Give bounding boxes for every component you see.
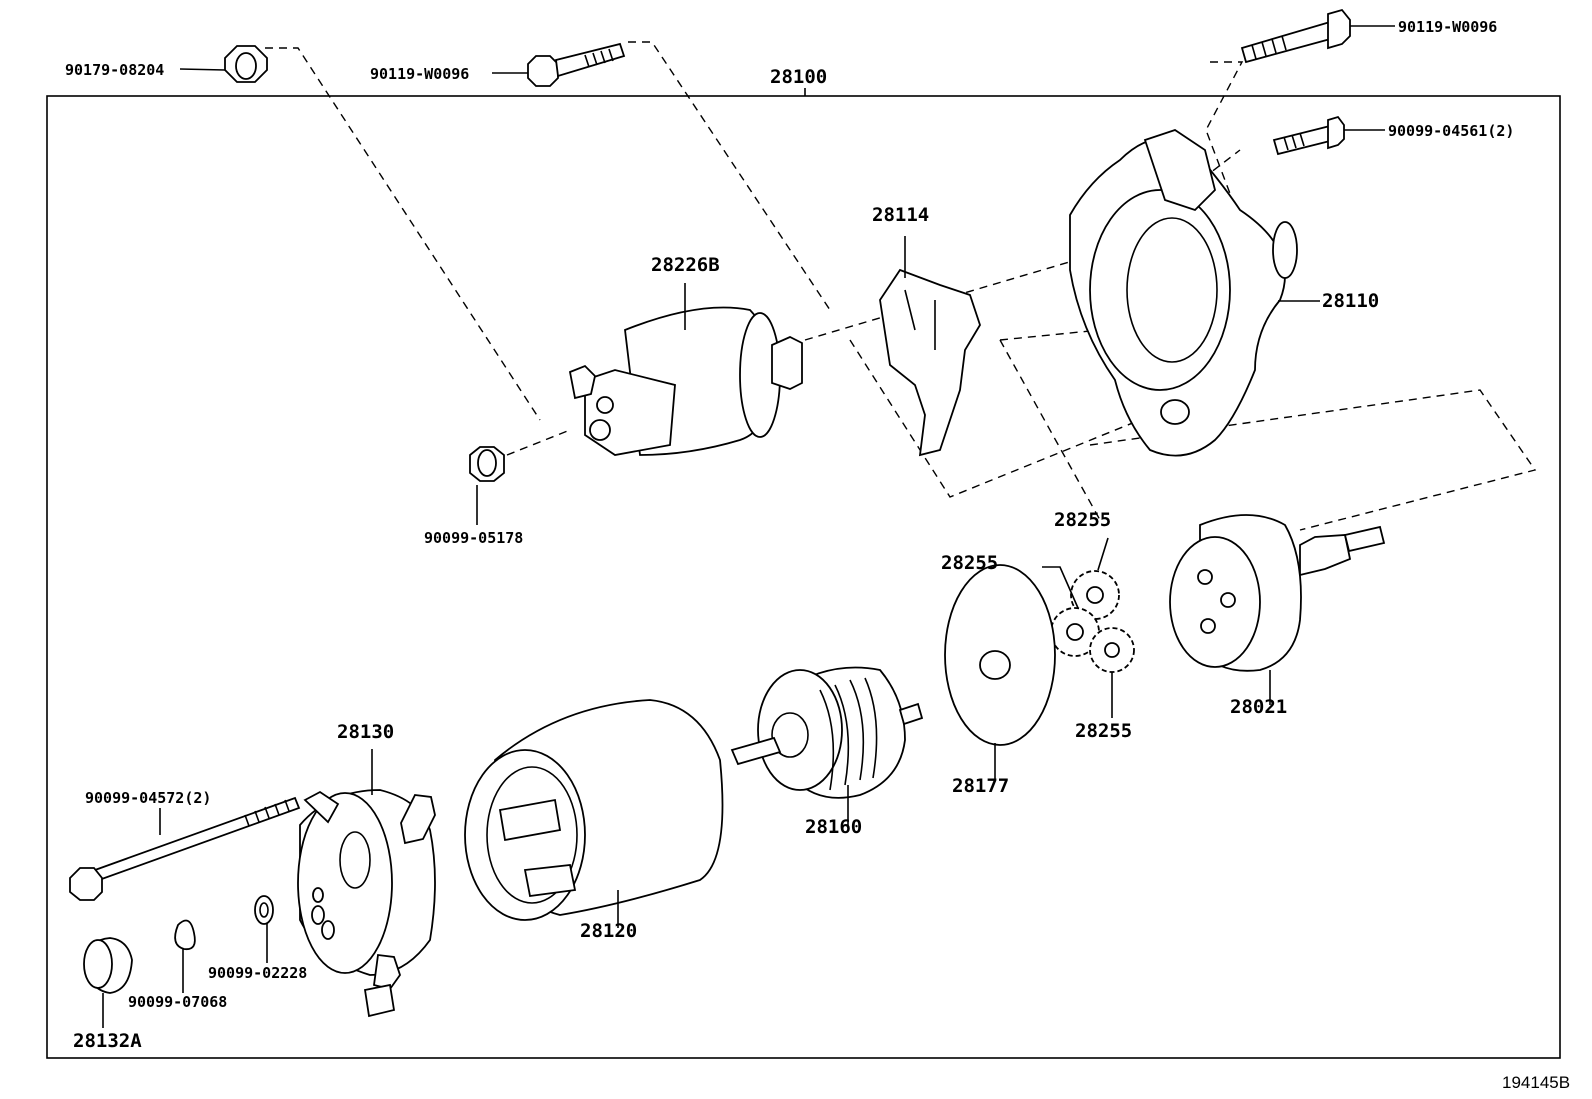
label-90099-04572: 90099-04572(2) (85, 789, 211, 807)
plate-28177 (944, 564, 1056, 746)
clip-90099-07068 (174, 919, 196, 951)
label-90099-05178: 90099-05178 (424, 529, 523, 547)
housing-28110 (1069, 129, 1298, 457)
cap-28132A (83, 937, 133, 994)
clutch-28021 (1169, 514, 1386, 672)
label-28226B: 28226B (651, 254, 720, 276)
label-28120: 28120 (580, 920, 637, 942)
label-28255-b: 28255 (941, 552, 998, 574)
label-28132A: 28132A (73, 1030, 142, 1052)
bolt-90119-W0096-b (1240, 8, 1351, 64)
label-28110: 28110 (1322, 290, 1379, 312)
label-28255-a: 28255 (1054, 509, 1111, 531)
through-bolt-90099-04572 (69, 796, 301, 901)
figure-code: 194145B (1502, 1073, 1570, 1092)
end-frame-28130 (297, 789, 436, 1018)
label-90099-07068: 90099-07068 (128, 993, 227, 1011)
bolt-90099-04561 (1272, 115, 1345, 156)
label-90119-W0096-a: 90119-W0096 (370, 65, 469, 83)
label-28130: 28130 (337, 721, 394, 743)
planet-gear-28255-c (1089, 627, 1135, 673)
yoke-28120 (464, 699, 724, 921)
planet-gear-28255-a (1070, 570, 1120, 620)
bolt-90119-W0096-a (527, 42, 626, 87)
label-28021: 28021 (1230, 696, 1287, 718)
solenoid-28226B (568, 306, 803, 456)
label-28160: 28160 (805, 816, 862, 838)
nut-90179-08204 (224, 45, 268, 83)
label-28255-c: 28255 (1075, 720, 1132, 742)
lever-28114 (879, 268, 981, 457)
washer-90099-02228 (254, 895, 274, 925)
label-28177: 28177 (952, 775, 1009, 797)
label-90119-W0096-b: 90119-W0096 (1398, 18, 1497, 36)
label-28100: 28100 (770, 66, 827, 88)
label-28114: 28114 (872, 204, 929, 226)
label-90099-04561: 90099-04561(2) (1388, 122, 1514, 140)
label-90099-02228: 90099-02228 (208, 964, 307, 982)
assembly-box (46, 95, 1561, 1059)
armature-28160 (730, 666, 924, 799)
label-90179-08204: 90179-08204 (65, 61, 164, 79)
nut-90099-05178 (469, 446, 505, 482)
